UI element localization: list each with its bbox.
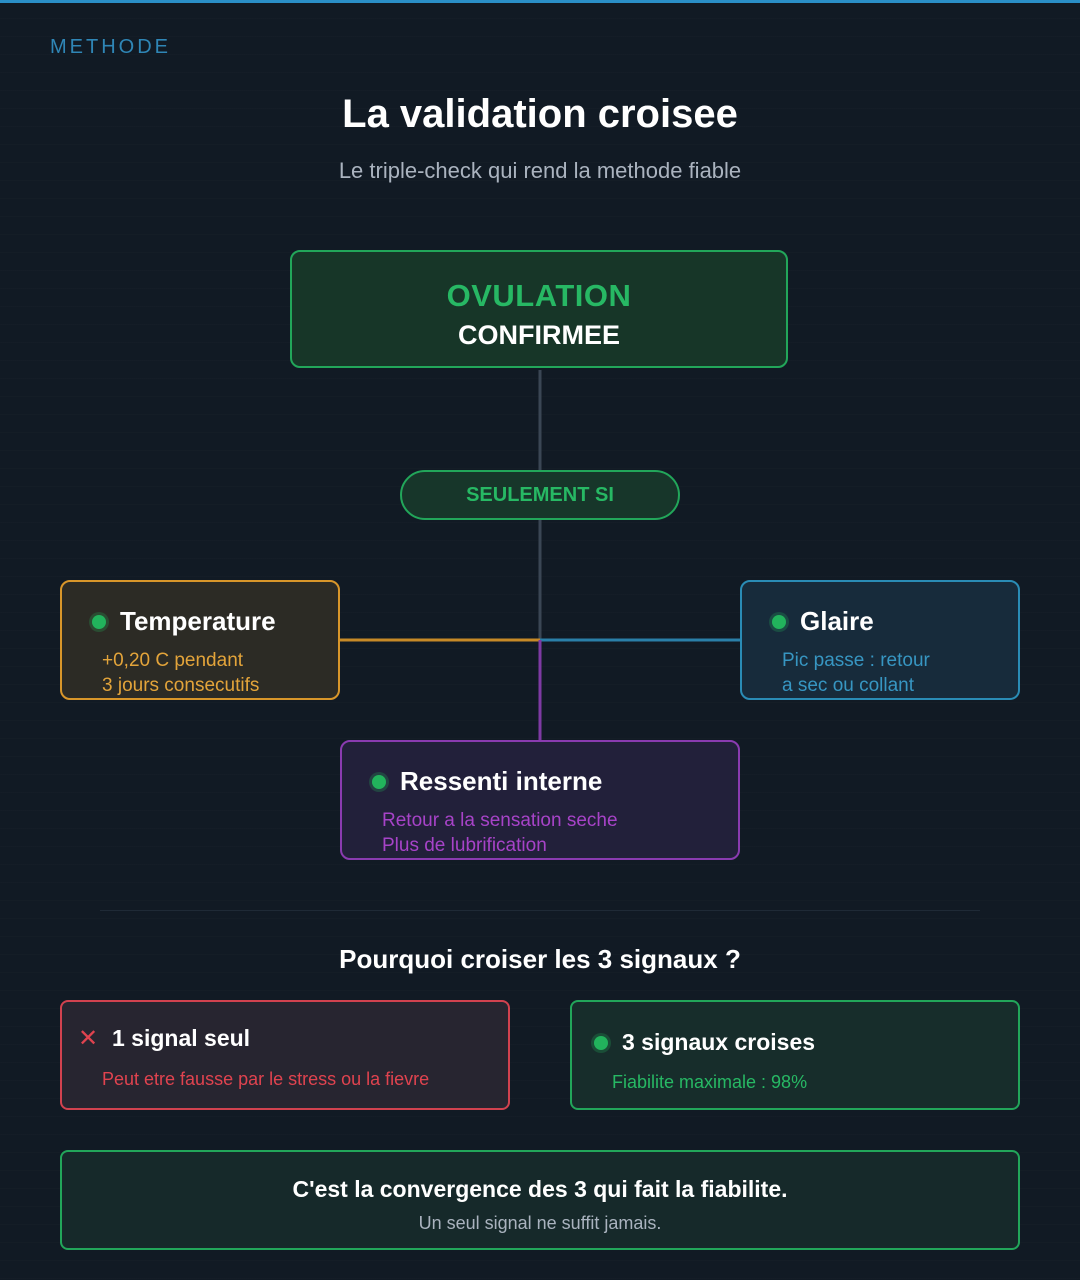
signal-name: Ressenti interne xyxy=(400,766,603,796)
section-kicker: METHODE xyxy=(50,36,171,58)
comparison-name: 3 signaux croises xyxy=(622,1029,816,1055)
signal-name: Glaire xyxy=(800,606,874,636)
result-line-2: CONFIRMEE xyxy=(458,320,620,350)
result-line-1: OVULATION xyxy=(446,278,632,313)
signal-desc-line: 3 jours consecutifs xyxy=(102,675,260,696)
page-subtitle: Le triple-check qui rend la methode fiab… xyxy=(338,158,742,183)
comparison-name: 1 signal seul xyxy=(112,1025,251,1051)
top-accent-bar xyxy=(0,0,1080,3)
conclusion-line-2: Un seul signal ne suffit jamais. xyxy=(418,1213,662,1233)
ovulation-confirmed-box: OVULATION CONFIRMEE xyxy=(290,250,788,368)
cross-icon: ✕ xyxy=(78,1025,99,1052)
condition-pill: SEULEMENT SI xyxy=(400,470,680,520)
signal-desc-line: a sec ou collant xyxy=(782,675,915,696)
signal-description: +0,20 C pendant 3 jours consecutifs xyxy=(102,648,259,698)
comparison-description: Fiabilite maximale : 98% xyxy=(612,1072,808,1092)
signal-description: Retour a la sensation seche Plus de lubr… xyxy=(382,808,618,858)
signal-description: Pic passe : retour a sec ou collant xyxy=(782,648,930,698)
check-dot-icon xyxy=(92,614,106,629)
signal-name: Temperature xyxy=(120,606,276,636)
conclusion-line-1: C'est la convergence des 3 qui fait la f… xyxy=(292,1176,788,1202)
signal-desc-line: Plus de lubrification xyxy=(382,835,547,856)
check-dot-icon xyxy=(594,1035,608,1050)
comparison-description: Peut etre fausse par le stress ou la fie… xyxy=(102,1069,430,1089)
check-dot-icon xyxy=(772,614,786,629)
check-dot-icon xyxy=(372,774,386,789)
single-signal-card: ✕ 1 signal seul Peut etre fausse par le … xyxy=(60,1000,510,1110)
signal-card-glaire: Glaire Pic passe : retour a sec ou colla… xyxy=(740,580,1020,700)
signal-desc-line: Retour a la sensation seche xyxy=(382,810,618,831)
page-title: La validation croisee xyxy=(342,92,738,136)
signal-header: Glaire xyxy=(772,606,874,637)
cross-signals-card: 3 signaux croises Fiabilite maximale : 9… xyxy=(570,1000,1020,1110)
why-title: Pourquoi croiser les 3 signaux ? xyxy=(339,944,741,974)
signal-desc-line: Pic passe : retour xyxy=(782,650,930,671)
signal-card-temperature: Temperature +0,20 C pendant 3 jours cons… xyxy=(60,580,340,700)
signal-header: Ressenti interne xyxy=(372,766,602,797)
comparison-header: ✕ 1 signal seul xyxy=(78,1024,250,1053)
signal-header: Temperature xyxy=(92,606,276,637)
signal-card-ressenti: Ressenti interne Retour a la sensation s… xyxy=(340,740,740,860)
conclusion-box: C'est la convergence des 3 qui fait la f… xyxy=(60,1150,1020,1250)
section-divider xyxy=(100,910,980,911)
signal-desc-line: +0,20 C pendant xyxy=(102,650,244,671)
comparison-header: 3 signaux croises xyxy=(594,1029,815,1056)
